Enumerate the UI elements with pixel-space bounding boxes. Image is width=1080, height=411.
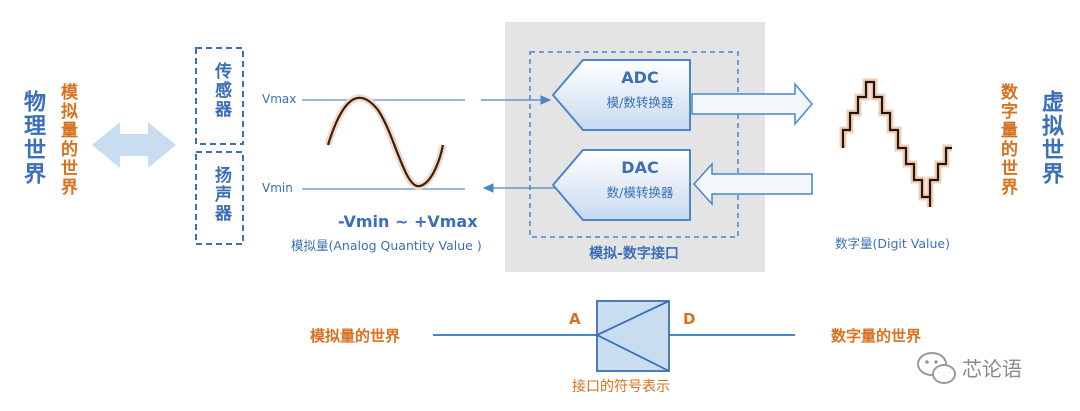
- vmin-label: Vmin: [262, 181, 293, 195]
- wechat-icon: [917, 352, 956, 384]
- analog-caption: 模拟量(Analog Quantity Value ): [291, 238, 482, 253]
- adc-block: [551, 59, 691, 131]
- speaker-box: [195, 151, 244, 245]
- physical-world-label: 物理世界: [20, 90, 45, 186]
- symbol-left-label: 模拟量的世界: [310, 327, 401, 345]
- dac-title: DAC: [621, 158, 659, 177]
- range-label: -Vmin ~ +Vmax: [338, 212, 478, 231]
- adc-subtitle: 模/数转换器: [606, 95, 674, 110]
- interface-caption: 模拟-数字接口: [589, 246, 679, 262]
- adc-symbol-box: [596, 300, 670, 372]
- digital-world-label: 数字量的世界: [997, 83, 1017, 197]
- interface-dashed-border: [529, 51, 739, 238]
- symbol-right-label: 数字量的世界: [831, 327, 922, 345]
- dac-block: [551, 149, 691, 221]
- adc-symbol-triangle: [594, 300, 670, 372]
- symbol-d-label: D: [683, 310, 696, 328]
- adc-title: ADC: [621, 68, 659, 87]
- sensor-label: 传感器: [211, 62, 231, 119]
- double-arrow-icon: [92, 122, 176, 168]
- vmax-label: Vmax: [262, 92, 297, 106]
- symbol-caption: 接口的符号表示: [572, 379, 670, 395]
- dac-subtitle: 数/模转换器: [606, 185, 674, 200]
- virtual-world-label: 虚拟世界: [1038, 90, 1063, 186]
- digital-caption: 数字量(Digit Value): [835, 236, 950, 251]
- adc-hollow-arrow: [691, 81, 813, 127]
- symbol-a-label: A: [569, 310, 581, 328]
- sensor-box: [195, 47, 244, 145]
- speaker-label: 扬声器: [211, 166, 231, 223]
- sine-wave: [324, 94, 447, 190]
- watermark-text: 芯论语: [962, 357, 1022, 381]
- dac-hollow-arrow: [692, 162, 813, 206]
- analog-world-label: 模拟量的世界: [57, 83, 77, 197]
